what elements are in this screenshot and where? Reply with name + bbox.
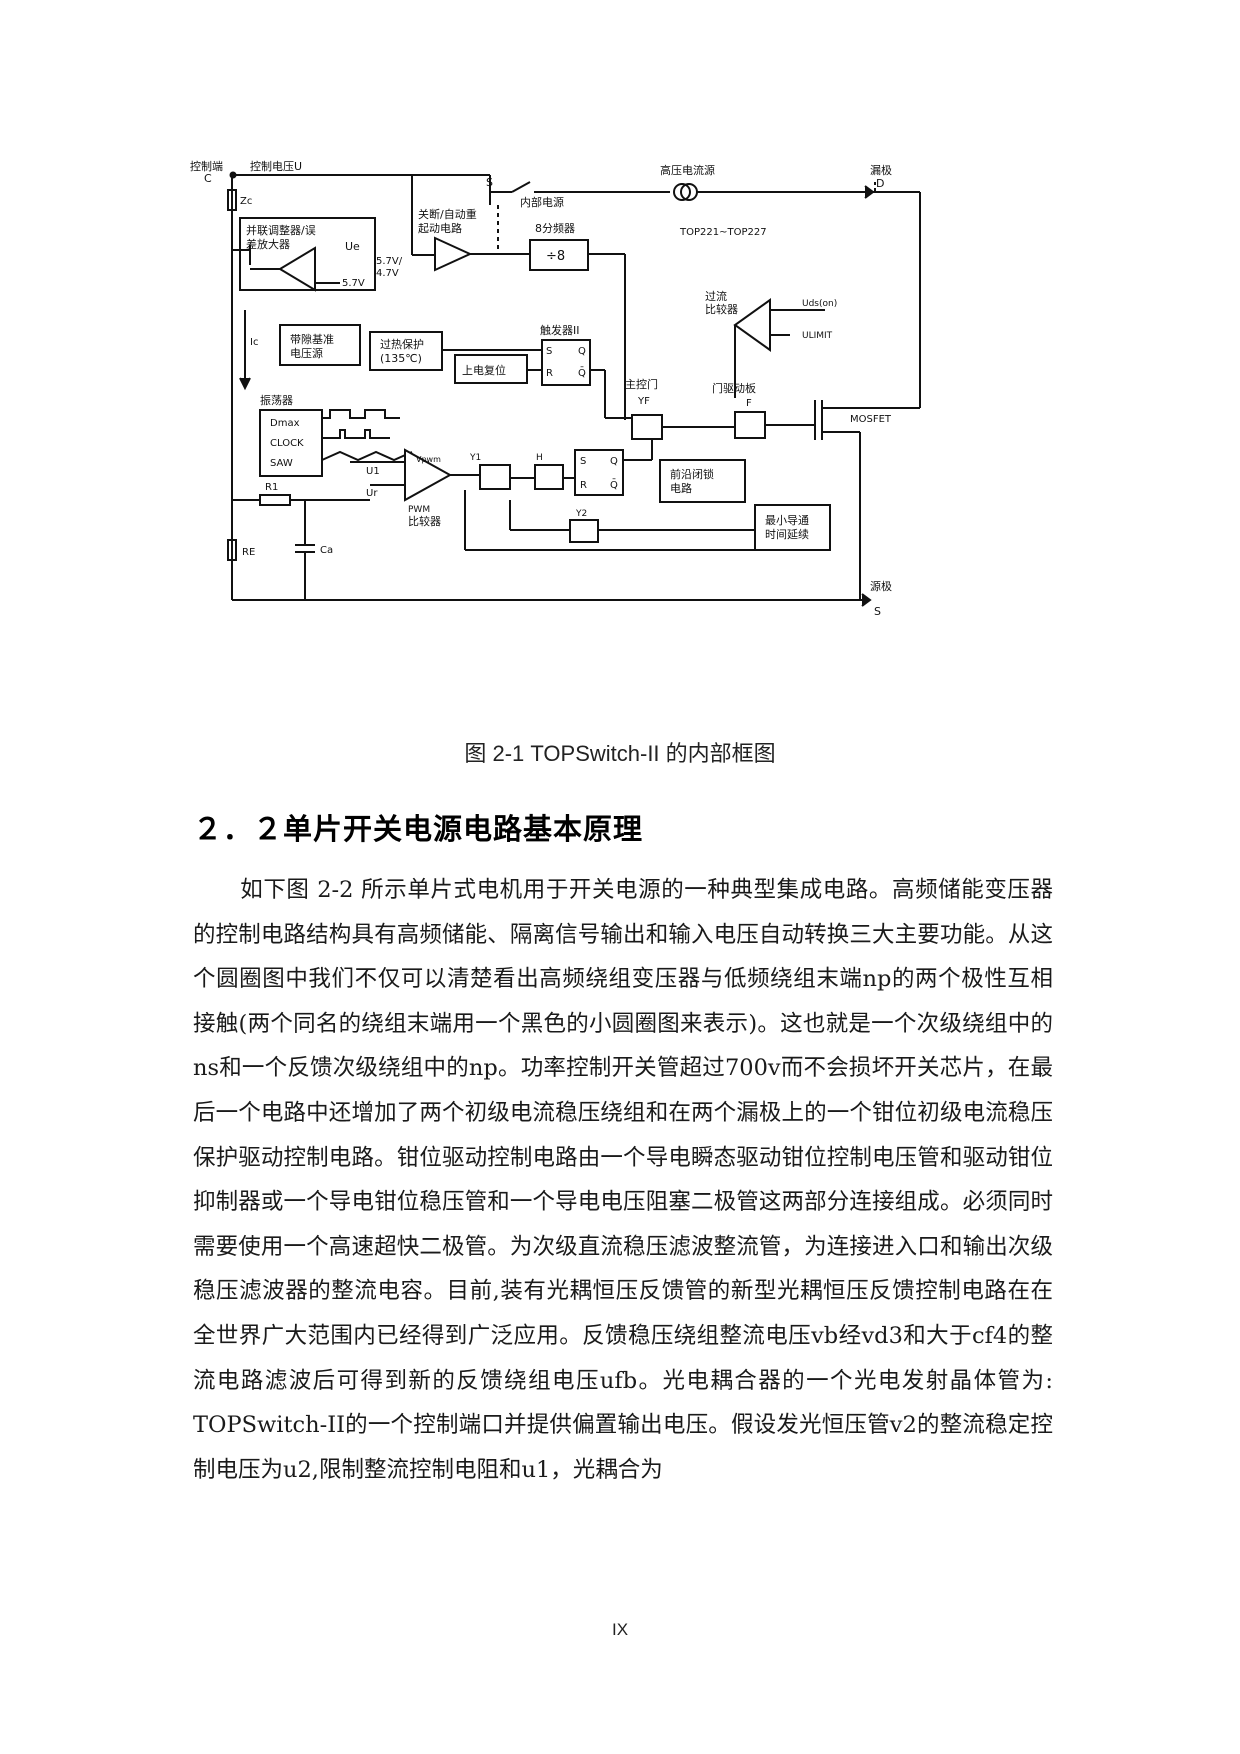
label-leading-edge2: 电路 xyxy=(670,482,692,495)
label-bandgap2: 电压源 xyxy=(290,346,323,360)
label-trig-q: Q xyxy=(578,346,586,357)
label-yf: YF xyxy=(637,396,650,407)
label-control-pin: 控制端 xyxy=(190,160,223,173)
label-pwm-qbar: Q̄ xyxy=(610,478,618,491)
label-ur: Ur xyxy=(366,488,378,499)
label-trig-s: S xyxy=(546,346,552,357)
block-diagram-svg: 控制端 C 控制电压U Zc 并联调整器/误 差放大器 Ue 5.7V 关断/自… xyxy=(190,160,921,618)
label-v57-47: 5.7V/ xyxy=(376,256,403,267)
label-drain: 漏极 xyxy=(870,163,892,177)
label-y2: Y2 xyxy=(575,509,587,519)
label-re: RE xyxy=(242,547,255,558)
label-vpwm: Vpwm xyxy=(416,455,441,464)
label-comparator: 比较器 xyxy=(705,302,738,316)
label-shutdown: 关断/自动重 xyxy=(418,207,477,221)
label-h: H xyxy=(536,453,543,463)
label-saw: SAW xyxy=(270,458,293,469)
label-shunt-amp: 并联调整器/误 xyxy=(246,223,316,237)
topswitch-block-diagram: 控制端 C 控制电压U Zc 并联调整器/误 差放大器 Ue 5.7V 关断/自… xyxy=(190,160,1070,680)
label-v47: 4.7V xyxy=(376,268,399,279)
label-control-pin-c: C xyxy=(204,172,212,185)
label-ulimit: ULIMIT xyxy=(802,331,833,341)
label-gate-driver: 门驱动板 xyxy=(712,381,756,395)
label-internal-supply: 内部电源 xyxy=(520,195,564,209)
label-v57: 5.7V xyxy=(342,278,365,289)
label-ic: Ic xyxy=(250,337,258,348)
label-pwm-s: S xyxy=(580,456,586,467)
label-s-switch: S xyxy=(486,176,493,189)
body-text: 如下图 2-2 所示单片式电机用于开关电源的一种典型集成电路。高频储能变压器的控… xyxy=(193,868,1053,1492)
label-trigger2: 触发器II xyxy=(540,323,580,337)
label-high-voltage-source: 高压电流源 xyxy=(660,163,715,177)
paragraph: 如下图 2-2 所示单片式电机用于开关电源的一种典型集成电路。高频储能变压器的控… xyxy=(193,877,1053,1483)
label-dmax: Dmax xyxy=(270,418,300,429)
label-min-on: 最小导通 xyxy=(765,514,809,527)
label-mosfet: MOSFET xyxy=(850,414,892,425)
label-u1: U1 xyxy=(366,466,380,477)
page-number: IX xyxy=(611,1620,629,1639)
section-heading: ２．２单片开关电源电路基本原理 xyxy=(193,812,644,846)
label-pwm-cmp: 比较器 xyxy=(408,514,441,528)
figure-caption: 图 2-1 TOPSwitch-II 的内部框图 xyxy=(464,741,776,766)
label-div8: ÷8 xyxy=(546,249,565,264)
label-source: 源极 xyxy=(870,579,892,593)
label-thermal: 过热保护 xyxy=(380,337,424,351)
label-trig-r: R xyxy=(546,368,553,379)
label-main-gate: 主控门 xyxy=(625,377,658,391)
label-pwm: PWM xyxy=(408,505,430,515)
label-overcurrent: 过流 xyxy=(705,289,727,303)
label-shutdown2: 起动电路 xyxy=(418,222,462,235)
label-f: F xyxy=(746,398,752,409)
label-r1: R1 xyxy=(265,482,278,493)
label-pwm-q: Q xyxy=(610,456,618,467)
label-pwm-r: R xyxy=(580,480,587,491)
label-ue: Ue xyxy=(345,240,360,253)
label-trig-qbar: Q̄ xyxy=(578,366,586,379)
label-min-on2: 时间延续 xyxy=(765,527,809,541)
label-clock: CLOCK xyxy=(270,438,304,449)
label-oscillator: 振荡器 xyxy=(260,393,293,407)
label-uds: Uds(on) xyxy=(802,299,837,309)
label-zc: Zc xyxy=(240,196,252,207)
label-ca: Ca xyxy=(320,545,333,556)
label-bandgap: 带隙基准 xyxy=(290,332,334,346)
label-shunt-amp2: 差放大器 xyxy=(246,237,290,251)
label-control-voltage: 控制电压U xyxy=(250,160,302,173)
label-drain-d: D xyxy=(876,177,884,190)
label-divider8: 8分频器 xyxy=(535,221,575,235)
label-source-s: S xyxy=(874,605,881,618)
label-y1: Y1 xyxy=(469,453,481,463)
label-leading-edge: 前沿闭锁 xyxy=(670,467,714,481)
label-model: TOP221~TOP227 xyxy=(679,227,767,238)
label-por: 上电复位 xyxy=(462,363,506,377)
label-thermal2: (135℃) xyxy=(380,352,422,365)
